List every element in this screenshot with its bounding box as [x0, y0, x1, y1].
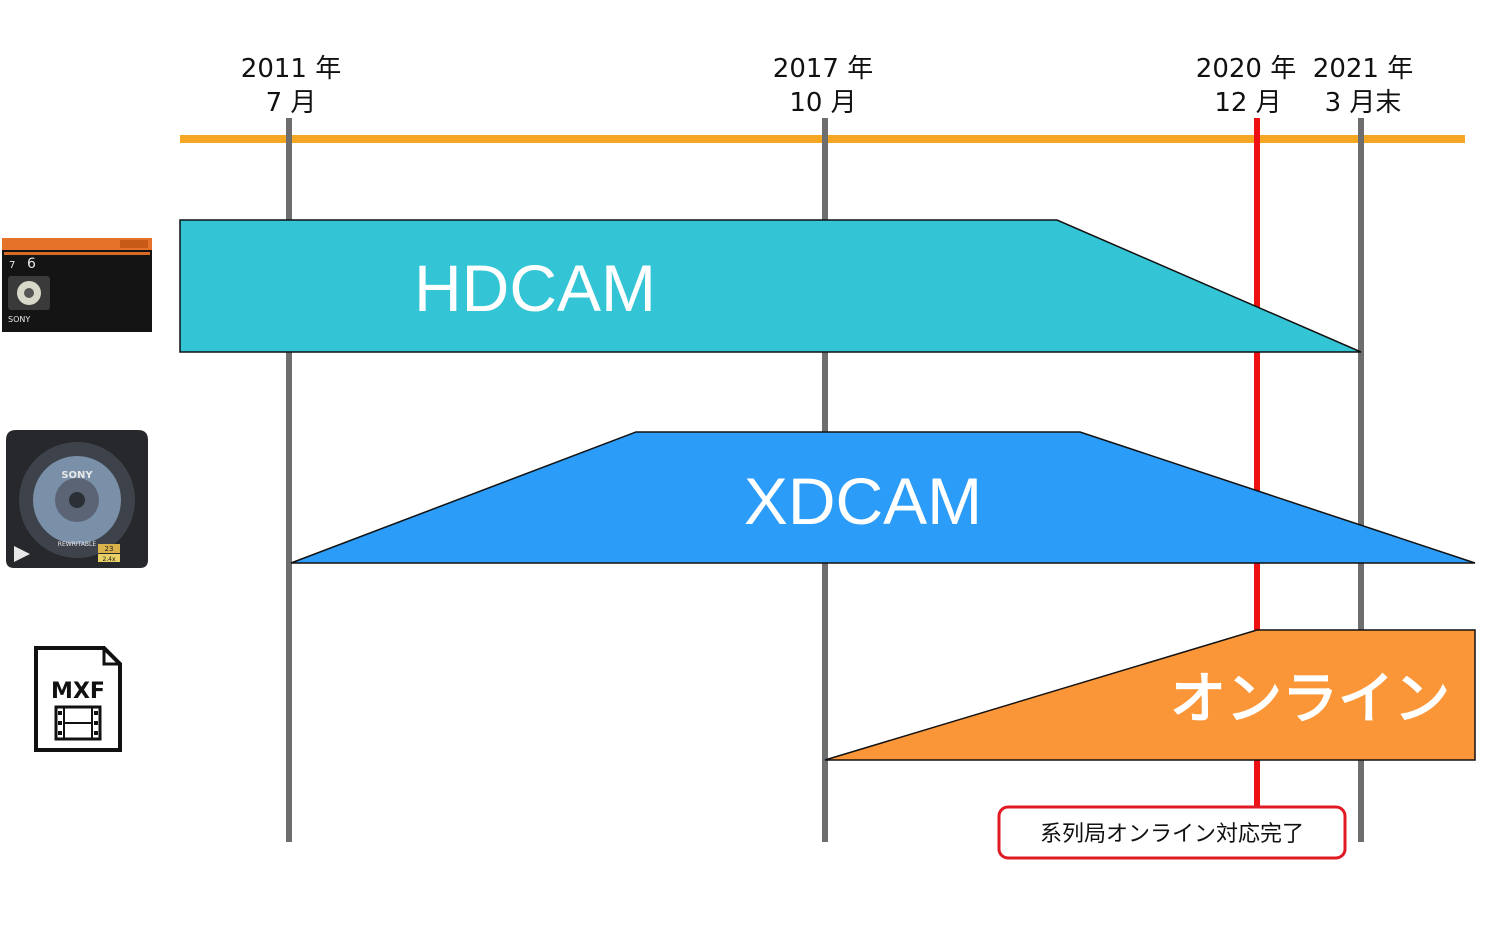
date-marker-2021: 2021 年 3 月末 [1313, 54, 1413, 118]
film-strip-icon [54, 705, 102, 741]
hdcam-cassette-icon: 7 6 SONY [2, 238, 152, 332]
mxf-label: MXF [51, 679, 105, 704]
date-year: 2011 年 [241, 54, 341, 84]
mxf-file-icon: MXF [34, 646, 122, 752]
date-month: 10 月 [789, 88, 856, 118]
date-marker-2020: 2020 年 12 月 [1196, 54, 1296, 118]
callout-text: 系列局オンライン対応完了 [1040, 822, 1304, 847]
date-year: 2020 年 [1196, 54, 1296, 84]
disc-caption: REWRITABLE [58, 541, 97, 548]
callout-box [997, 805, 1347, 860]
cassette-counter: 6 [27, 256, 36, 272]
date-marker-2017: 2017 年 10 月 [773, 54, 873, 118]
callout-online-complete: 系列局オンライン対応完了 [997, 805, 1347, 860]
date-year: 2021 年 [1313, 54, 1413, 84]
date-marker-2011: 2011 年 7 月 [241, 54, 341, 118]
disc-capacity: 23 [105, 545, 114, 553]
disc-brand: SONY [61, 470, 93, 481]
cassette-counter: 7 [9, 260, 15, 271]
date-year: 2017 年 [773, 54, 873, 84]
hdcam-band [179, 219, 1362, 353]
xdcam-disc-icon: SONY REWRITABLE 23 2.4x [6, 430, 148, 568]
date-month: 3 月末 [1325, 88, 1402, 118]
xdcam-band-label: XDCAM [744, 464, 982, 538]
hdcam-band-label: HDCAM [414, 251, 656, 325]
disc-speed: 2.4x [102, 556, 116, 563]
date-month: 12 月 [1214, 88, 1281, 118]
xdcam-band [290, 431, 1476, 564]
cassette-brand: SONY [8, 315, 30, 324]
date-month: 7 月 [266, 88, 317, 118]
online-band-label: オンライン [1170, 667, 1450, 732]
online-band [824, 629, 1476, 761]
